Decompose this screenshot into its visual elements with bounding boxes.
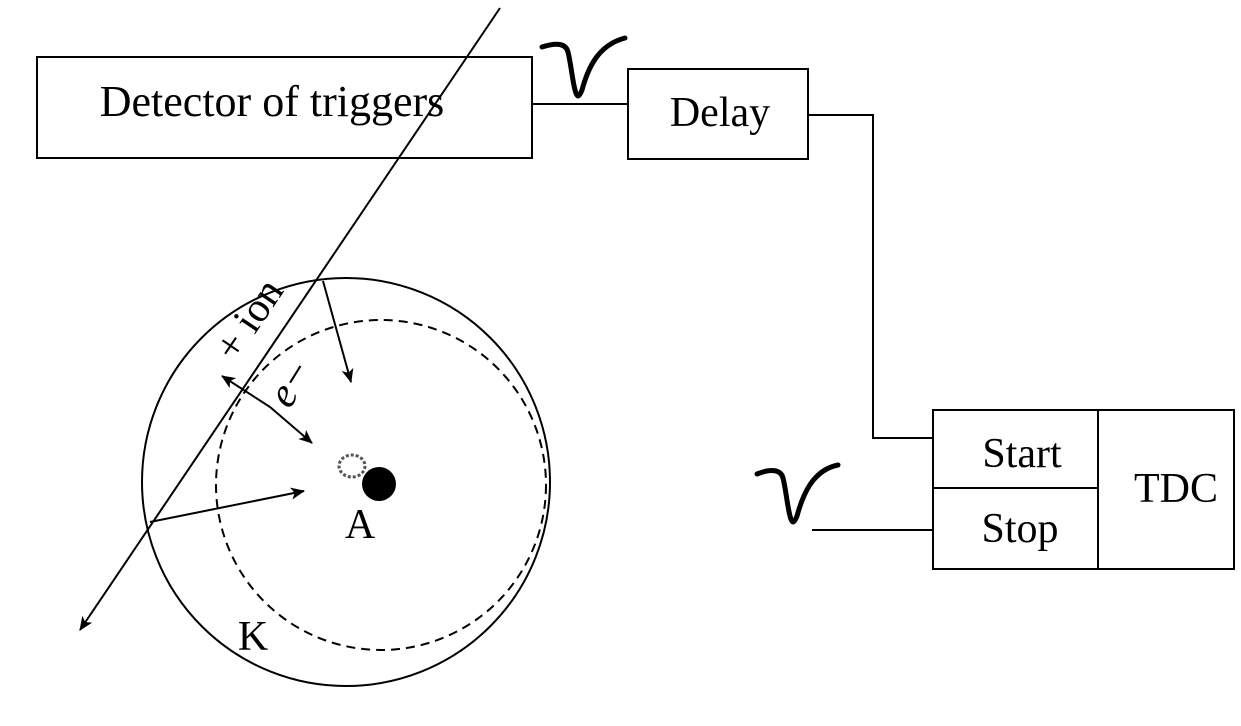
- delay-block: Delay: [627, 68, 809, 160]
- anode-label: A: [345, 502, 376, 548]
- anode: A: [337, 453, 396, 548]
- tdc-outer-box: [932, 409, 1235, 570]
- start-label: Start: [982, 431, 1062, 477]
- dashed-inner-circle: [215, 319, 547, 651]
- arrow-icon: [221, 375, 271, 408]
- arrow-icon: [322, 280, 354, 383]
- delay-label: Delay: [670, 90, 770, 136]
- chamber: [141, 277, 551, 687]
- cathode-label: K: [238, 614, 268, 660]
- cathode-circle: [141, 277, 551, 687]
- negative-pulse-icon: [539, 35, 628, 99]
- wires: [532, 103, 933, 531]
- tdc-label: TDC: [1134, 466, 1218, 512]
- ion-trajectory: [79, 7, 501, 631]
- tdc-block: Start Stop TDC: [932, 409, 1235, 570]
- stop-label: Stop: [981, 506, 1058, 552]
- detector-block: Detector of triggers: [36, 56, 533, 159]
- anode-smudge: [337, 453, 367, 479]
- delay-to-start-wire: [808, 114, 933, 439]
- negative-pulse-icon: [754, 462, 841, 525]
- detector-label: Detector of triggers: [100, 77, 445, 126]
- arrow-icon: [269, 406, 313, 444]
- anode-dot: [362, 467, 396, 501]
- detector-box: [36, 56, 533, 159]
- arrow-icon: [149, 487, 305, 523]
- arrows: [149, 280, 354, 523]
